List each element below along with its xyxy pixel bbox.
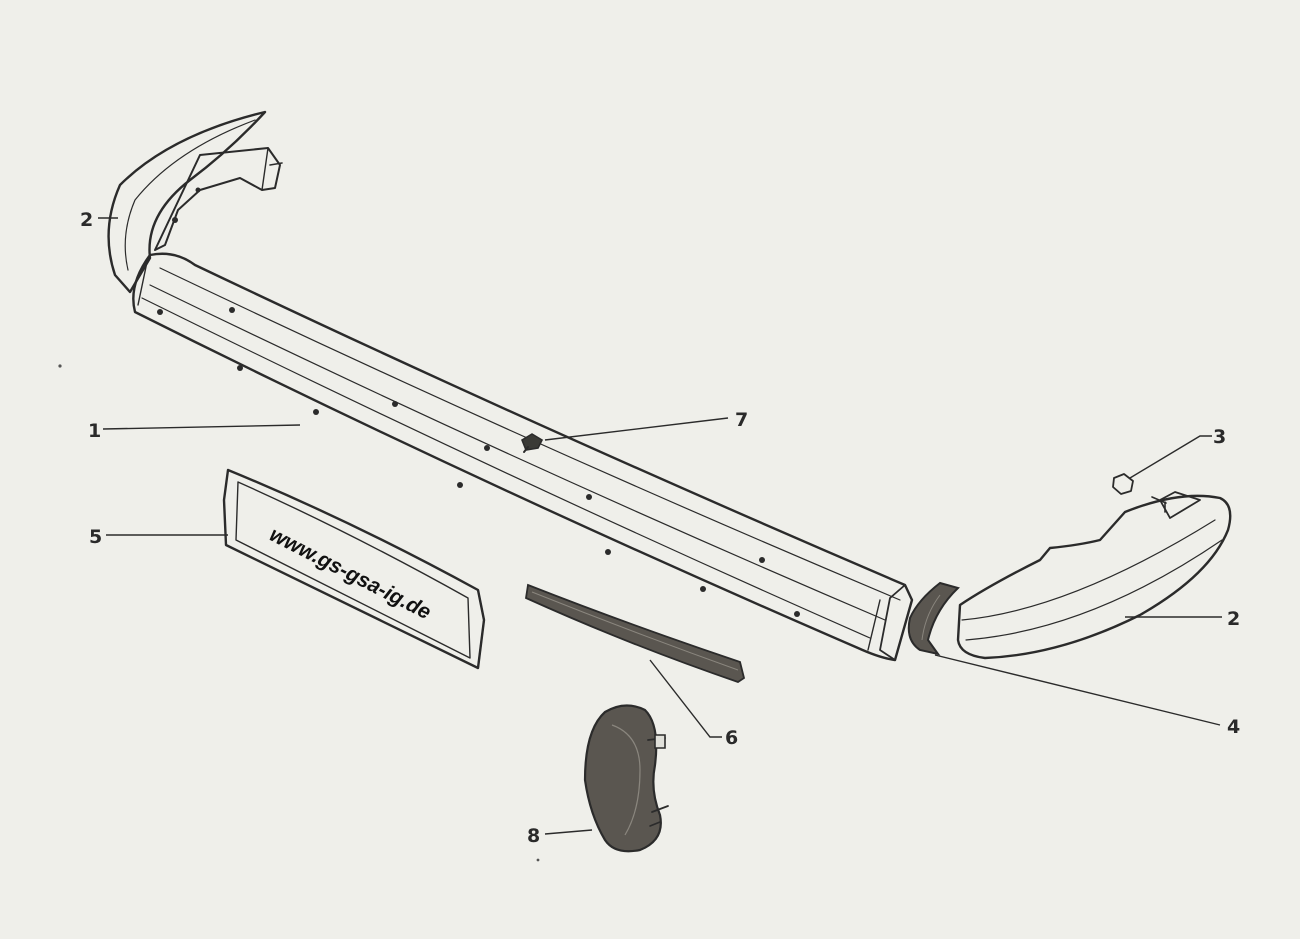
left-bumper-end-cap (107, 110, 283, 294)
bumper-bar (132, 252, 914, 662)
watermark-url: www.gs-gsa-ig.de (266, 523, 435, 624)
callout-4: 4 (1227, 716, 1240, 738)
spacer-seal (907, 581, 960, 656)
callout-2-right: 2 (1227, 608, 1240, 630)
nut (1112, 473, 1134, 495)
licence-plate-holder (222, 468, 486, 670)
stray-mark (536, 858, 540, 862)
callout-8: 8 (527, 825, 540, 847)
mounting-bracket (583, 704, 669, 853)
bolt (521, 433, 544, 453)
callout-7: 7 (735, 409, 748, 431)
bumper-mounting-holes (157, 307, 800, 617)
callout-1: 1 (88, 420, 101, 442)
rubber-strip (525, 583, 746, 683)
callout-5: 5 (89, 526, 102, 548)
callout-3: 3 (1213, 426, 1226, 448)
callout-2-left: 2 (80, 209, 93, 231)
callout-6: 6 (725, 727, 738, 749)
leader-lines (98, 217, 1222, 835)
stray-mark (58, 364, 62, 368)
right-bumper-end-cap (956, 491, 1232, 660)
